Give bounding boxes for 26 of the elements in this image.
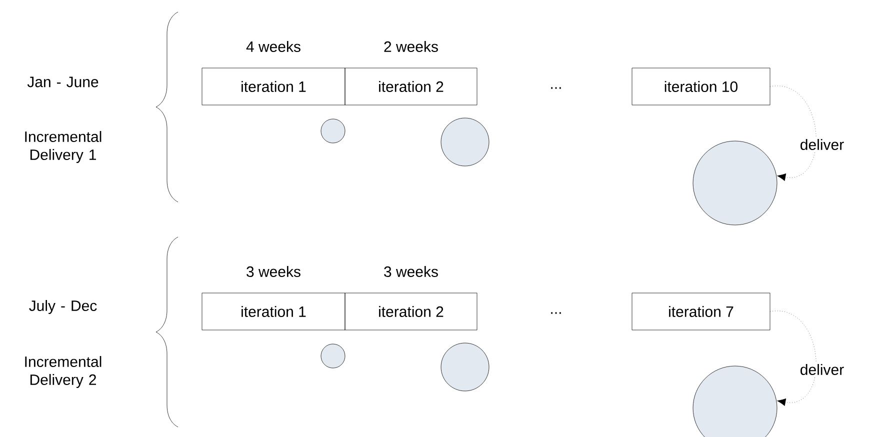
delivery-circle <box>440 118 490 166</box>
duration-label: 2 weeks <box>384 41 438 52</box>
ellipsis: ... <box>551 87 561 89</box>
period-label: Jan - June <box>27 76 98 88</box>
iteration-box: iteration 1 <box>202 68 346 106</box>
iteration-box: iteration 2 <box>344 292 478 330</box>
iteration-box: iteration 2 <box>344 68 478 106</box>
delivery-circle <box>320 118 346 144</box>
period-label: July - Dec <box>29 300 97 314</box>
delivery-label: Incremental Delivery 1 <box>25 131 102 163</box>
duration-label: 3 weeks <box>246 266 300 277</box>
iteration-box: iteration 1 <box>202 292 346 330</box>
duration-label: 4 weeks <box>246 41 300 52</box>
arrow <box>770 86 816 181</box>
edge-label: deliver <box>800 139 844 150</box>
ellipsis: ... <box>551 312 561 314</box>
delivery-circle <box>692 366 778 437</box>
iteration-box: iteration 7 <box>632 292 770 330</box>
delivery-circle <box>440 342 490 392</box>
delivery-label: Incremental Delivery 2 <box>25 356 102 388</box>
iteration-box: iteration 10 <box>632 68 770 106</box>
edge-label: deliver <box>800 364 844 375</box>
delivery-circle <box>320 344 346 368</box>
delivery-circle <box>692 140 778 226</box>
arrow <box>770 311 816 406</box>
duration-label: 3 weeks <box>384 266 438 277</box>
